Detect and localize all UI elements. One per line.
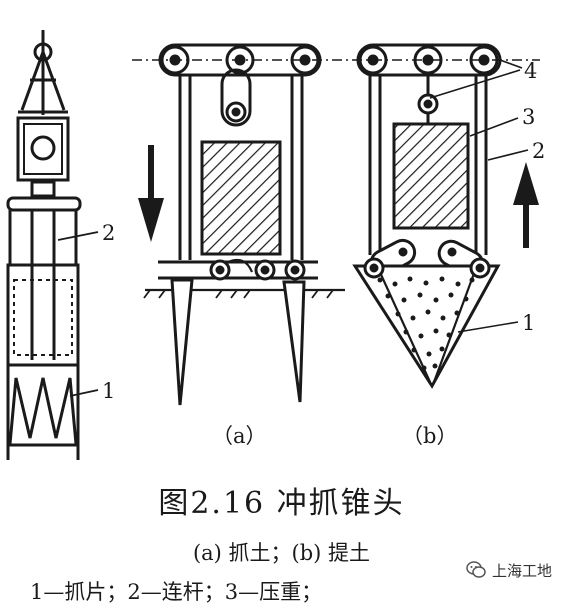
figure-subtitle: (a) 抓土；(b) 提土: [192, 541, 371, 565]
watermark: 上海工地: [462, 556, 562, 584]
panel-a-pulley: [225, 45, 255, 75]
panel-b-drawing: [352, 43, 529, 389]
left-label-1: 1: [102, 379, 115, 403]
figure-legend: 1—抓片；2—连杆；3—压重；: [30, 580, 323, 604]
watermark-text: 上海工地: [492, 562, 553, 580]
jaw-housing: [6, 363, 80, 447]
panel-a-link-pulley: [220, 68, 252, 127]
panel-a-spike-right: [282, 280, 306, 403]
up-arrow-icon: [513, 162, 539, 248]
panel-a-pulley: [290, 45, 320, 75]
leader-line-2-left: [57, 231, 99, 241]
down-arrow-icon: [138, 145, 164, 242]
panel-b-label-2: 2: [532, 139, 545, 163]
panel-b-label: （b）: [402, 424, 457, 448]
left-label-2: 2: [102, 221, 115, 245]
body-weight: [6, 263, 80, 367]
panel-b-label-4: 4: [524, 59, 537, 83]
panel-b-label-1: 1: [522, 311, 535, 335]
wechat-icon: [466, 561, 486, 578]
panel-b-weight: [392, 122, 470, 230]
leader-line-2: [487, 149, 529, 161]
panel-a-spike-left: [170, 278, 194, 406]
panel-a-pulley: [160, 45, 190, 75]
panel-a-drawing: [132, 43, 540, 406]
panel-a-label: （a）: [212, 424, 267, 448]
panel-b-pulley: [469, 45, 499, 75]
figure-title: 图2.16 冲抓锥头: [158, 486, 405, 521]
leader-line-1-left: [69, 389, 99, 397]
upper-block-pulley: [30, 135, 56, 161]
leader-line-1: [457, 321, 519, 333]
panel-b-pulley: [358, 45, 388, 75]
panel-b-soil-dots: [377, 276, 475, 371]
panel-a-weight: [200, 140, 282, 256]
panel-b-label-3: 3: [522, 105, 535, 129]
leader-line-3: [469, 117, 519, 137]
upper-block: [16, 116, 70, 182]
left-elevation-drawing: [6, 30, 99, 460]
leader-line-4: [429, 69, 521, 99]
panel-a-top-belt: [158, 43, 322, 77]
